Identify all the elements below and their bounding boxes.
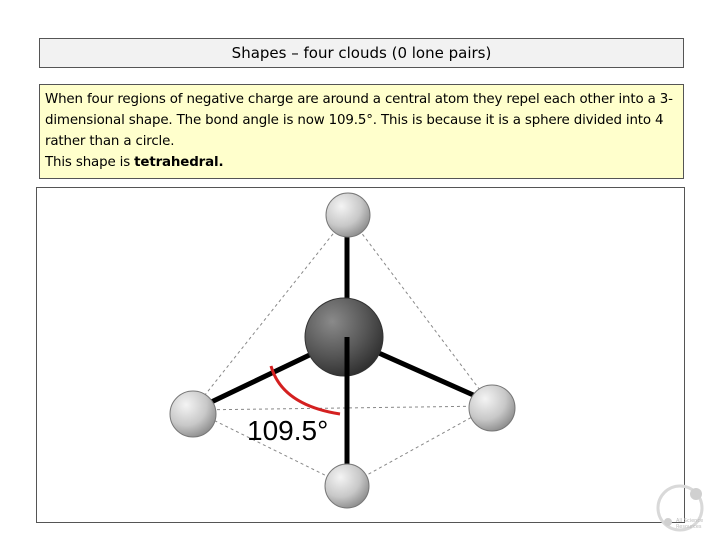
edge-left-right [192, 405, 493, 411]
bond-right [370, 347, 482, 401]
logo-text-line2: Resources [676, 524, 702, 530]
edge-right-bottom [346, 405, 493, 487]
slide-title: Shapes – four clouds (0 lone pairs) [39, 38, 684, 68]
bond-angle-arc [269, 365, 341, 416]
outer-atom-left [169, 390, 217, 438]
shape-name: tetrahedral [134, 155, 219, 170]
outer-atom-right [468, 384, 516, 432]
shape-statement: This shape is tetrahedral. [45, 152, 678, 173]
edge-left-bottom [192, 409, 348, 487]
outer-atom-top [325, 192, 371, 238]
logo-text: All Science Resources [676, 518, 720, 530]
shape-statement-prefix: This shape is [45, 155, 135, 170]
description-box: When four regions of negative charge are… [39, 84, 684, 179]
bond-left [203, 347, 322, 408]
science-resources-logo [656, 484, 704, 532]
edge-top-right [347, 214, 493, 407]
description-paragraph: When four regions of negative charge are… [45, 92, 673, 149]
slide-title-text: Shapes – four clouds (0 lone pairs) [231, 44, 492, 62]
tetrahedron-edges [192, 214, 493, 487]
central-atom [304, 297, 384, 377]
shape-statement-suffix: . [218, 155, 224, 170]
outer-atom-bottom [324, 463, 370, 509]
bond-angle-label: 109.5° [247, 415, 329, 446]
logo-text-line1: All Science [676, 518, 704, 524]
